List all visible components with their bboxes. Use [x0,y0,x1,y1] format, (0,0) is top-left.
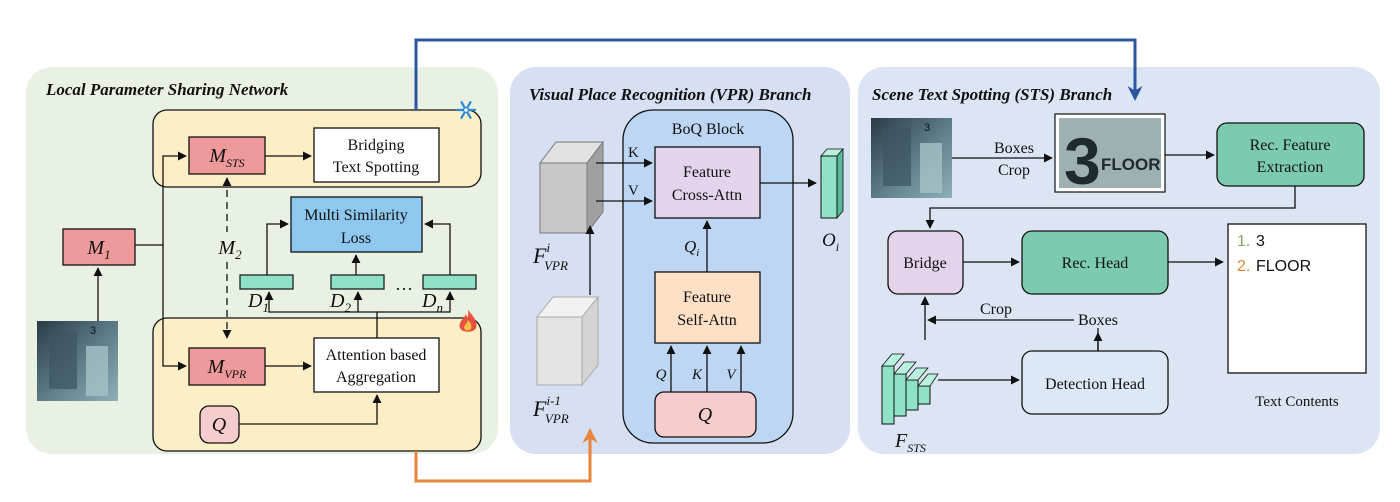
query-box-vpr [654,391,757,438]
sts-panel-title: Scene Text Spotting (STS) Branch [872,85,1112,104]
fvpr-feature-cube [538,140,605,235]
rec-feature-extraction-box [1216,122,1365,187]
detection-head-box [1021,350,1169,415]
top-connector-arrow [414,38,1143,110]
self-attn-line2: Self-Attn [677,312,737,329]
result-item-2: 2. FLOOR [1237,258,1311,275]
result-2-index: 2. [1237,258,1250,275]
boxes-label: Boxes [1078,312,1118,329]
sts-panel: Scene Text Spotting (STS) Branch 3 Boxes… [858,67,1380,455]
qi-label: Qi [684,237,699,259]
self-attn-line1: Feature [683,289,731,306]
lps-panel: Local Parameter Sharing Network M1 3 [26,67,498,454]
m2-label: M2 [217,237,242,262]
sts-thumb-sign-text: 3 [924,122,930,134]
loss-label-line1: Multi Similarity [304,207,408,224]
msts-label: MSTS [208,145,244,170]
m1-box [62,228,136,266]
cropped-digit: 3 [1064,124,1101,198]
rec-feature-line1: Rec. Feature [1250,137,1331,154]
thumb-sign-text: 3 [90,325,96,337]
fvpr-prev-feature-cube [535,295,600,387]
cross-attn-line2: Cross-Attn [672,187,742,204]
d2-label: D2 [329,290,351,315]
bridging-label-line2: Text Spotting [333,159,419,176]
vpr-panel: Visual Place Recognition (VPR) Branch Bo… [510,67,850,454]
result-1-text: 3 [1256,233,1265,250]
k-label: K [628,145,639,161]
boq-title: BoQ Block [672,121,744,138]
v-input-label: V [726,367,737,383]
text-results-box [1227,223,1367,374]
k-input-label: K [691,367,703,383]
oi-label: Oi [822,230,839,254]
aggregation-label-line1: Attention based [326,347,427,364]
descriptor-d2 [330,274,385,290]
aggregation-label-line2: Aggregation [336,369,416,386]
input-image-thumbnail: 3 [37,321,118,401]
m1-label: M1 [86,237,110,262]
loss-label-line2: Loss [341,230,371,247]
bridging-text-spotting-box [313,127,440,183]
d1-label: D1 [247,290,269,315]
bridging-label-line1: Bridging [348,137,405,154]
multi-similarity-loss-box [290,196,423,253]
query-label: Q [212,414,227,436]
q-input-label: Q [656,367,667,383]
bridge-label: Bridge [903,255,947,272]
rec-head-label: Rec. Head [1062,255,1129,272]
rec-feature-line2: Extraction [1257,159,1324,176]
output-oi-bar [820,147,844,220]
fsts-label: FSTS [894,430,926,455]
fire-icon [459,310,477,332]
result-2-text: FLOOR [1256,258,1311,275]
feature-self-attn-box [654,271,761,344]
cropped-word: FLOOR [1101,155,1161,174]
query-box-vpr-label: Q [698,404,713,426]
sts-input-thumbnail: 3 [871,118,952,198]
text-contents-caption: Text Contents [1255,394,1339,410]
result-item-1: 1. 3 [1237,233,1265,250]
descriptor-d1 [239,274,294,290]
mvpr-label: MVPR [207,356,247,381]
descriptor-dn [422,274,477,290]
ellipsis: … [395,274,413,294]
v-label: V [628,183,639,199]
dn-label: Dn [421,290,443,315]
result-1-index: 1. [1237,233,1250,250]
fsts-feature-pyramid [881,353,939,425]
snowflake-icon [455,101,477,119]
boxes-crop-line2: Crop [998,162,1030,179]
vpr-panel-title: Visual Place Recognition (VPR) Branch [529,85,811,104]
crop-label: Crop [980,301,1012,318]
detection-head-label: Detection Head [1045,376,1145,393]
cross-attn-line1: Feature [683,164,731,181]
cropped-text-region: 3 FLOOR [1054,113,1166,198]
bottom-connector-arrow [414,428,598,483]
feature-cross-attn-box [654,146,761,219]
attention-aggregation-box [313,337,440,393]
boxes-crop-line1: Boxes [994,140,1034,157]
lps-panel-title: Local Parameter Sharing Network [45,80,289,99]
